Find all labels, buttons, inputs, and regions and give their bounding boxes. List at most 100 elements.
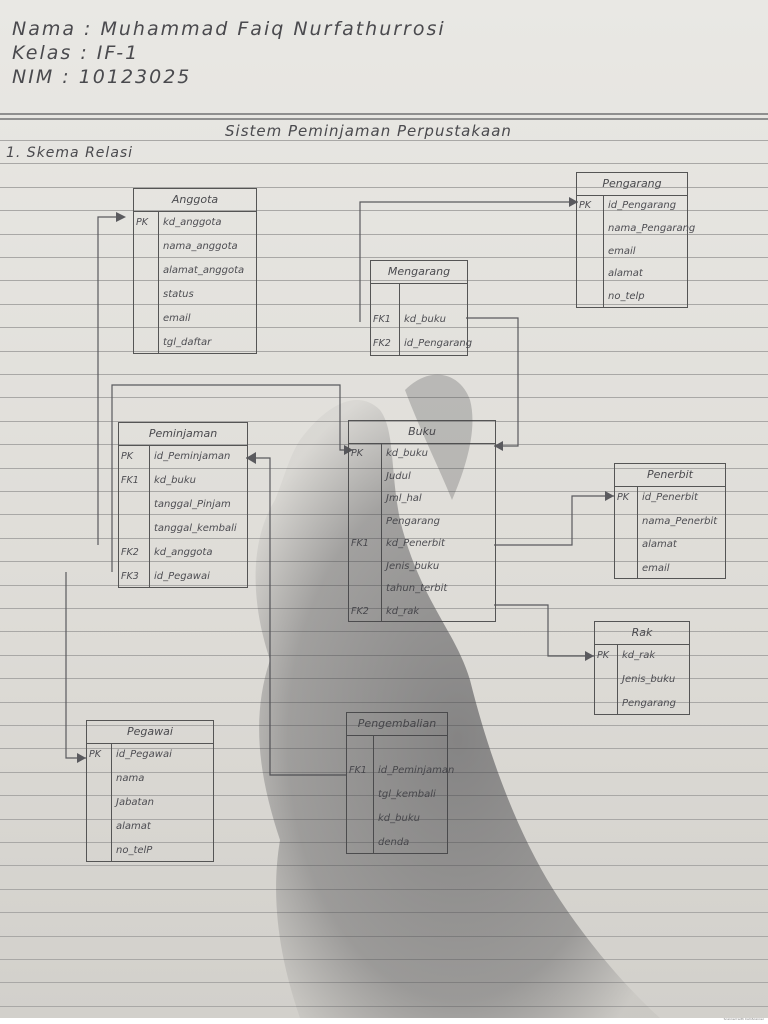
- table-field-row: nama_Pengarang: [577, 218, 695, 241]
- field-name: email: [642, 562, 670, 574]
- field-name: id_Pegawai: [154, 571, 210, 582]
- field-name: Jenis_buku: [622, 674, 676, 685]
- student-name: Nama : Muhammad Faiq Nurfathurrosi: [12, 18, 446, 40]
- key-marker: FK2: [373, 338, 391, 350]
- field-name: kd_buku: [154, 475, 196, 486]
- field-name: Jabatan: [116, 797, 154, 808]
- table-field-row: tanggal_Pinjam: [119, 493, 247, 517]
- table-field-row: FK2 kd_anggota: [119, 541, 247, 565]
- scanner-watermark: Scanned with CamScanner: [723, 1017, 764, 1021]
- key-column-divider: [637, 486, 638, 578]
- field-name: Pengarang: [622, 698, 676, 709]
- field-name: no_telp: [608, 291, 645, 303]
- table-title: Mengarang: [371, 261, 467, 284]
- field-name: no_telP: [116, 845, 153, 856]
- field-name: tgl_daftar: [163, 337, 212, 348]
- table-field-row: alamat_anggota: [134, 259, 256, 283]
- field-name: email: [608, 245, 636, 257]
- table-field-row: PK kd_anggota: [134, 211, 256, 235]
- table-title: Peminjaman: [119, 423, 247, 446]
- table-title: Anggota: [134, 189, 256, 212]
- field-name: alamat: [642, 539, 677, 550]
- table-title: Penerbit: [615, 464, 725, 487]
- table-field-row: FK1 kd_buku: [371, 308, 467, 333]
- field-name: kd_anggota: [154, 547, 213, 558]
- key-marker: PK: [597, 650, 609, 661]
- key-marker: PK: [136, 217, 148, 228]
- field-name: id_Pengarang: [404, 338, 473, 350]
- field-name: nama_anggota: [163, 241, 238, 252]
- key-column-divider: [399, 283, 400, 355]
- field-name: id_Pegawai: [116, 749, 172, 760]
- field-name: tanggal_Pinjam: [154, 499, 231, 510]
- field-name: kd_anggota: [163, 217, 222, 228]
- table-field-row: no_telP: [87, 839, 213, 863]
- field-name: kd_buku: [386, 448, 428, 459]
- field-name: alamat: [116, 821, 151, 832]
- field-name: kd_buku: [404, 313, 446, 325]
- table-field-row: no_telp: [577, 286, 687, 309]
- key-column-divider: [111, 743, 112, 861]
- field-name: id_Peminjaman: [154, 451, 231, 462]
- table-field-row: Jabatan: [87, 791, 213, 815]
- table-field-row: alamat: [577, 263, 687, 286]
- table-title: Buku: [349, 421, 495, 444]
- field-name: tanggal_kembali: [154, 523, 237, 534]
- field-name: id_Pengarang: [608, 200, 677, 211]
- field-name: Jml_hal: [386, 493, 422, 504]
- key-marker: FK1: [373, 313, 391, 325]
- key-column-divider: [617, 644, 618, 714]
- field-name: alamat_anggota: [163, 265, 245, 276]
- table-field-row: alamat: [615, 533, 725, 557]
- table-field-row: status: [134, 283, 256, 307]
- field-name: id_Penerbit: [642, 492, 698, 503]
- key-column-divider: [603, 195, 604, 307]
- field-name: kd_Penerbit: [386, 538, 445, 549]
- table-field-row: FK2 id_Pengarang: [371, 332, 472, 357]
- table-field-row: PK id_Peminjaman: [119, 445, 247, 469]
- field-name: email: [163, 313, 191, 324]
- key-marker: PK: [89, 749, 101, 760]
- table-field-row: email: [134, 307, 256, 331]
- table-field-row: tgl_daftar: [134, 331, 256, 355]
- table-field-row: email: [615, 557, 725, 581]
- field-name: nama: [116, 773, 145, 784]
- field-name: alamat: [608, 268, 643, 280]
- table-field-row: Jml_hal: [349, 488, 495, 511]
- table-field-row: PK kd_rak: [595, 644, 689, 668]
- table-field-row: Jenis_buku: [595, 668, 689, 692]
- field-name: nama_Penerbit: [642, 515, 718, 527]
- table-field-row: nama: [87, 767, 213, 791]
- key-marker: FK1: [121, 475, 139, 486]
- table-field-row: alamat: [87, 815, 213, 839]
- table-field-row: tanggal_kembali: [119, 517, 247, 541]
- table-field-row: Pengarang: [349, 511, 495, 534]
- key-marker: FK2: [121, 547, 139, 558]
- footer-bar: [0, 1018, 768, 1024]
- table-field-row: Judul: [349, 466, 495, 489]
- table-title: Rak: [595, 622, 689, 645]
- key-column-divider: [149, 445, 150, 587]
- table-field-row: nama_anggota: [134, 235, 256, 259]
- table-field-row: nama_Penerbit: [615, 510, 725, 534]
- table-field-row: email: [577, 241, 687, 264]
- table-field-row: Pengarang: [595, 692, 689, 716]
- table-title: Pegawai: [87, 721, 213, 744]
- student-class: Kelas : IF-1: [12, 42, 140, 64]
- field-name: nama_Pengarang: [608, 222, 696, 234]
- field-name: kd_rak: [622, 650, 656, 661]
- student-nim: NIM : 10123025: [12, 66, 192, 88]
- key-marker: PK: [121, 451, 133, 462]
- table-field-row: FK1 kd_buku: [119, 469, 247, 493]
